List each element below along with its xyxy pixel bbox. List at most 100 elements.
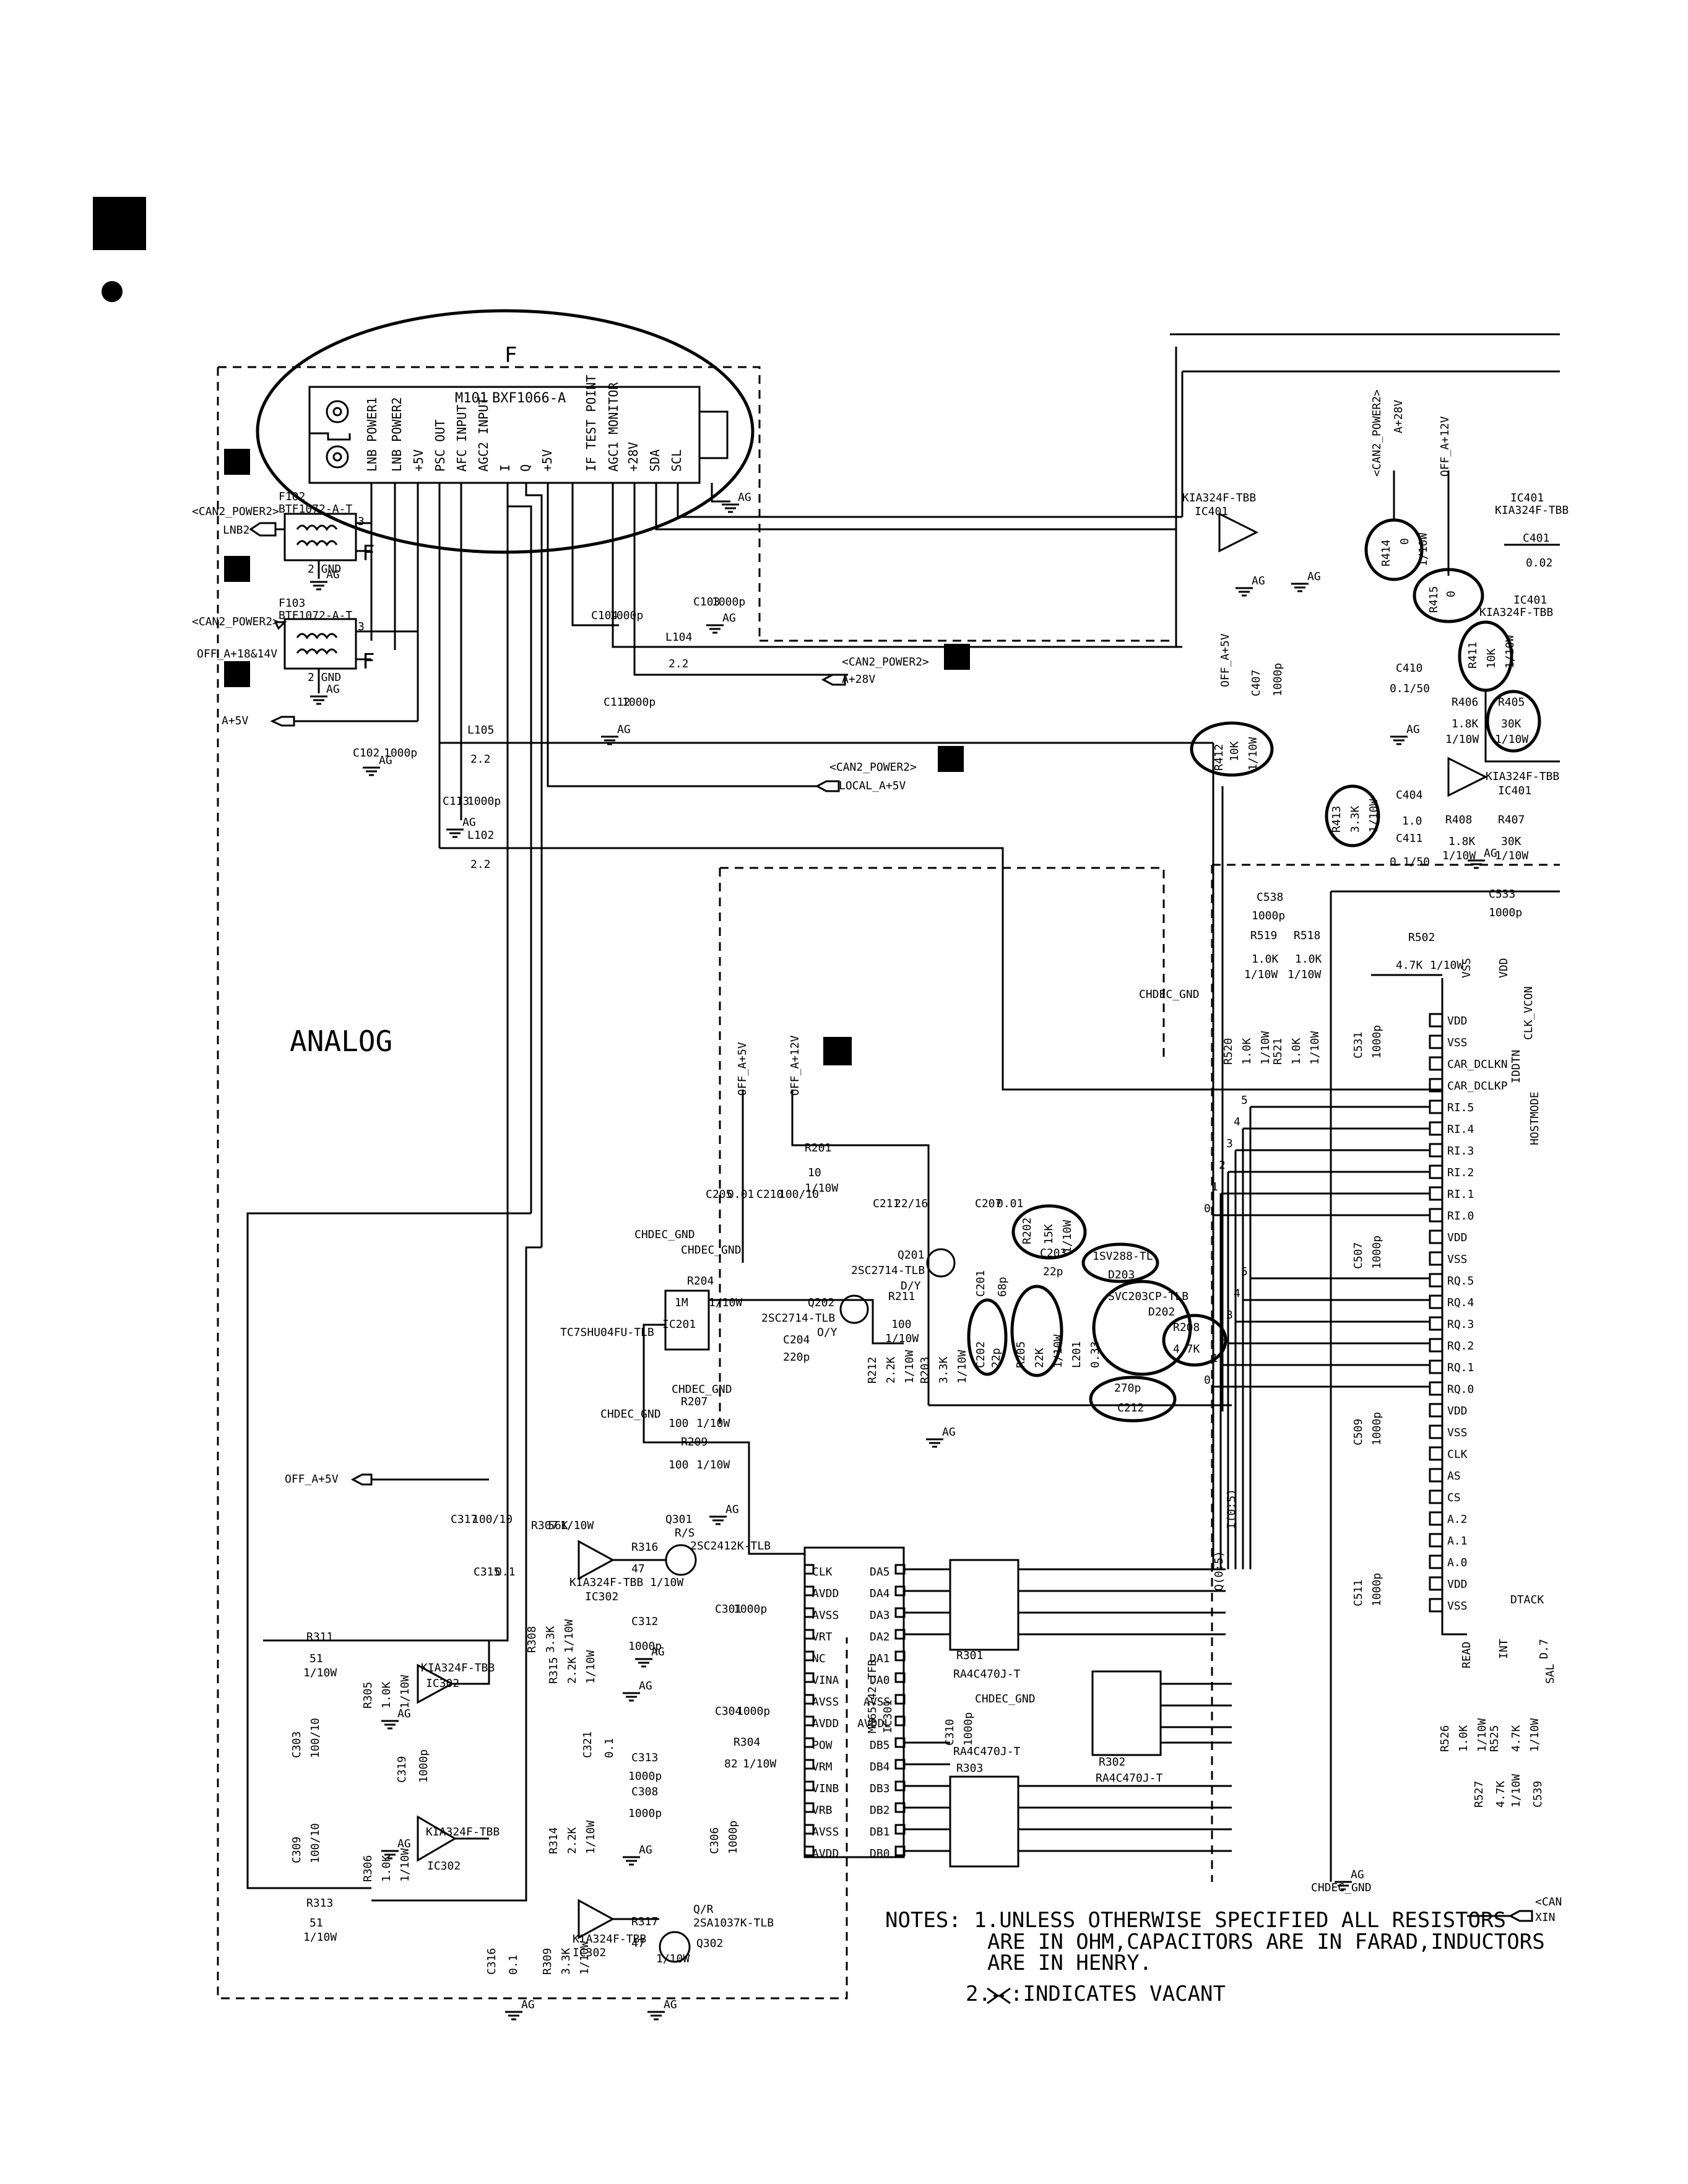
svg-text:F: F	[362, 649, 374, 674]
svg-text:SCL: SCL	[669, 449, 684, 472]
svg-text:<CAN2_POWER2>: <CAN2_POWER2>	[829, 761, 917, 774]
tuner-connector-1	[326, 400, 349, 423]
svg-text:0.1/50: 0.1/50	[1390, 856, 1430, 869]
svg-text:C319: C319	[396, 1756, 409, 1783]
svg-text:1.0: 1.0	[1402, 815, 1422, 828]
svg-text:C202: C202	[974, 1341, 987, 1368]
svg-text:R305: R305	[361, 1682, 374, 1709]
svg-text:0.1: 0.1	[603, 1738, 616, 1758]
qpsk-pin-stub	[1429, 1468, 1443, 1483]
svg-text:A.2: A.2	[1447, 1513, 1468, 1526]
svg-text:DA2: DA2	[870, 1631, 890, 1644]
svg-text::INDICATES VACANT: :INDICATES VACANT	[1010, 1982, 1226, 2006]
svg-text:R212: R212	[866, 1357, 879, 1384]
ground-label: AG	[1484, 847, 1497, 860]
svg-text:IC302: IC302	[426, 1677, 459, 1690]
svg-text:AS: AS	[1447, 1470, 1461, 1483]
tuner-frame-letter: F	[504, 343, 517, 368]
svg-text:D203: D203	[1108, 1268, 1135, 1281]
svg-text:1/10W: 1/10W	[1417, 533, 1430, 566]
svg-text:BTF1072-A-T: BTF1072-A-T	[279, 609, 352, 622]
analog-label: ANALOG	[290, 1025, 392, 1058]
qpsk-pin-stub	[1429, 1251, 1443, 1266]
ground-icon	[310, 695, 327, 705]
svg-text:CLK: CLK	[812, 1566, 833, 1579]
svg-text:R405: R405	[1498, 696, 1525, 709]
svg-text:A.0: A.0	[1447, 1556, 1468, 1569]
qpsk-boundary	[1211, 864, 1560, 1882]
svg-text:C104: C104	[591, 609, 618, 622]
svg-text:C312: C312	[631, 1615, 658, 1628]
svg-text:PSC OUT: PSC OUT	[433, 420, 448, 472]
ground-icon	[623, 1692, 640, 1702]
svg-text:RI.0: RI.0	[1447, 1210, 1474, 1223]
svg-text:0.1: 0.1	[507, 1954, 520, 1975]
svg-text:RI.4: RI.4	[1447, 1123, 1474, 1136]
svg-text:C304: C304	[715, 1705, 742, 1718]
svg-text:R204: R204	[687, 1275, 714, 1288]
svg-text:C531: C531	[1352, 1032, 1365, 1059]
bus-bit-line	[1227, 1342, 1430, 1569]
svg-text:R518: R518	[1294, 929, 1320, 942]
svg-text:C315: C315	[474, 1566, 500, 1579]
ground-label: AG	[639, 1679, 652, 1692]
svg-text:<CAN2_POWER2>: <CAN2_POWER2>	[842, 656, 929, 669]
svg-text:1/10W: 1/10W	[303, 1931, 337, 1944]
svg-text:2.2: 2.2	[669, 657, 689, 670]
r414-highlight	[1364, 518, 1424, 581]
svg-text:30K: 30K	[1501, 835, 1521, 848]
ic301-pin-stub	[803, 1694, 815, 1705]
svg-text:2SC2714-TLB: 2SC2714-TLB	[761, 1312, 835, 1325]
svg-text:C321: C321	[581, 1731, 594, 1758]
svg-text:RQ.2: RQ.2	[1447, 1340, 1474, 1353]
ground-symbols: AGAGAGAGAGAGAGAGAGAGAGAGAGAGAGAGAGAGAGAG…	[310, 491, 1497, 2021]
svg-text:C103: C103	[693, 596, 720, 609]
svg-text:F: F	[362, 541, 374, 566]
svg-text:C113: C113	[443, 795, 469, 808]
svg-text:CLK_VCON: CLK_VCON	[1522, 986, 1535, 1040]
svg-text:1/10W: 1/10W	[885, 1332, 919, 1345]
qpsk-pin-stub	[1429, 1359, 1443, 1374]
svg-text:2SC2412K-TLB: 2SC2412K-TLB	[690, 1540, 771, 1553]
ic301-pin-stub	[894, 1759, 906, 1770]
bus-bit-line	[1249, 1106, 1430, 1569]
svg-text:3.3K: 3.3K	[937, 1356, 950, 1384]
svg-text:R201: R201	[805, 1142, 831, 1155]
ic301-pin-stub	[803, 1629, 815, 1640]
svg-text:3: 3	[358, 515, 365, 528]
tuner-body	[308, 386, 701, 484]
qpsk-pin-stub	[1429, 1598, 1443, 1613]
ic301-pin-stub	[894, 1564, 906, 1575]
svg-text:F102: F102	[279, 490, 305, 503]
svg-text:C404: C404	[1396, 789, 1422, 802]
svg-text:AVSS: AVSS	[812, 1696, 839, 1709]
svg-text:C539: C539	[1531, 1781, 1544, 1808]
svg-text:DB4: DB4	[870, 1761, 890, 1774]
svg-text:DA0: DA0	[870, 1674, 890, 1687]
svg-text:1/10W: 1/10W	[696, 1417, 730, 1430]
filter-f103: <CAN2_POWER2> F103 BTF1072-A-T OFF_A+18&…	[192, 597, 418, 693]
tuner-connector-2	[326, 445, 349, 469]
svg-text:1000p: 1000p	[417, 1749, 430, 1783]
qpsk-pin-stub	[1429, 1229, 1443, 1244]
svg-text:22K: 22K	[1033, 1348, 1046, 1368]
svg-text:2.: 2.	[966, 1982, 991, 2006]
svg-text:1/10W: 1/10W	[563, 1619, 576, 1653]
svg-text:C309: C309	[290, 1837, 303, 1863]
svg-text:1/10W: 1/10W	[696, 1458, 730, 1471]
svg-text:A+28V: A+28V	[1392, 400, 1405, 433]
svg-text:CHDEC_GND: CHDEC_GND	[634, 1228, 695, 1241]
svg-text:0.01: 0.01	[997, 1197, 1023, 1210]
svg-text:220p: 220p	[783, 1351, 810, 1364]
svg-text:HOSTMODE: HOSTMODE	[1528, 1091, 1541, 1145]
qpsk-pin-stub	[1429, 1013, 1443, 1028]
svg-text:R526: R526	[1439, 1725, 1452, 1752]
svg-text:RQ.0: RQ.0	[1447, 1383, 1474, 1396]
svg-text:1000p: 1000p	[610, 609, 643, 622]
ground-label: AG	[326, 683, 340, 696]
qpsk-ic: C538 1000p R519 1.0K 1/10W R518 1.0K 1/1…	[1222, 888, 1560, 1894]
ground-label: AG	[326, 568, 340, 581]
ic301-pin-stub	[803, 1564, 815, 1575]
svg-text:C112: C112	[604, 696, 630, 709]
svg-text:1/10W: 1/10W	[805, 1182, 838, 1195]
